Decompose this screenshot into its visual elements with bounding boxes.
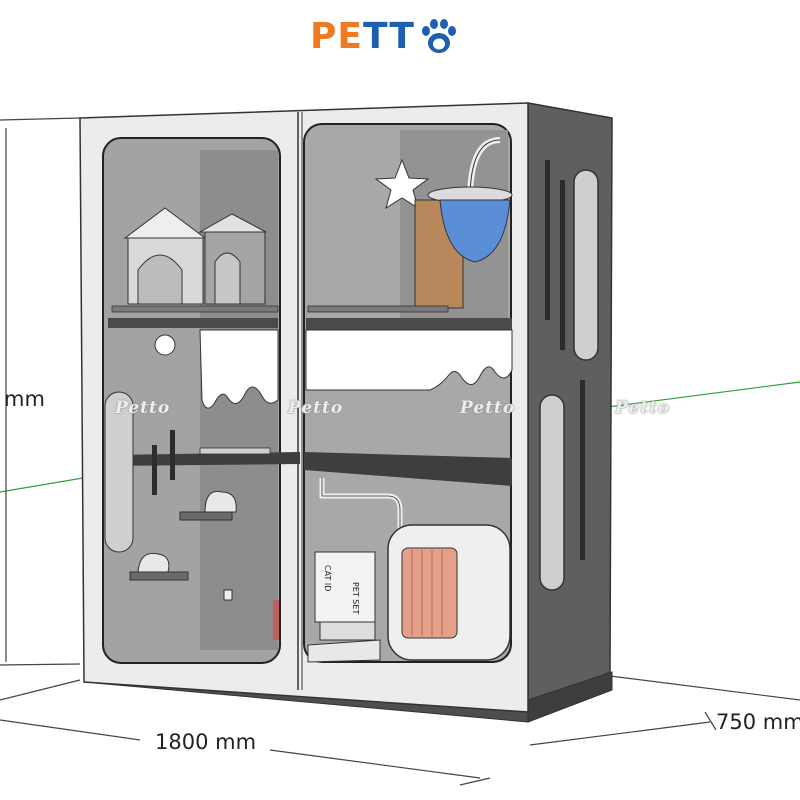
watermark-4: Petto — [615, 398, 671, 418]
depth-dimension-label: 750 mm — [716, 710, 800, 734]
depth-dimension-line — [529, 675, 800, 746]
width-dimension-label: 1800 mm — [155, 730, 257, 754]
brand-logo: PETT — [310, 12, 461, 62]
height-dimension-label: mm — [4, 387, 45, 411]
watermark-2: Petto — [288, 398, 344, 418]
height-dimension-line — [0, 117, 81, 666]
food-box-label-2: CAT ID — [323, 565, 332, 591]
logo-text-pe: PE — [310, 16, 363, 57]
left-compartment — [102, 137, 300, 664]
right-compartment — [303, 123, 513, 663]
watermark-3: Petto — [460, 398, 516, 418]
width-dimension-line — [0, 679, 491, 786]
star-decoration — [374, 158, 430, 210]
food-box-label-1: PET SET — [351, 582, 360, 614]
food-dispenser — [314, 551, 376, 623]
watermark-1: Petto — [115, 398, 171, 418]
guide-line-right — [599, 381, 800, 409]
cabinet-side-panel — [527, 102, 613, 714]
paw-icon — [421, 19, 456, 53]
logo-text-tt: TT — [362, 16, 415, 57]
